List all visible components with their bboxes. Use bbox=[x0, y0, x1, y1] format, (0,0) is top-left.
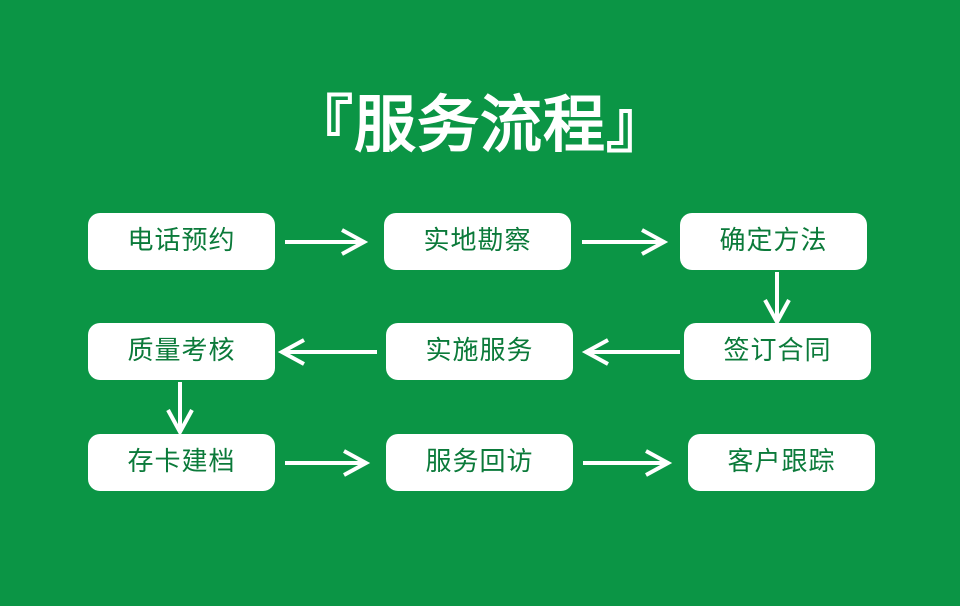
step-determine-method: 确定方法 bbox=[680, 213, 867, 270]
arrow-down-2 bbox=[166, 382, 194, 437]
step-phone-appointment: 电话预约 bbox=[88, 213, 275, 270]
step-archive-card: 存卡建档 bbox=[88, 434, 275, 491]
step-implement-service: 实施服务 bbox=[386, 323, 573, 380]
step-customer-tracking: 客户跟踪 bbox=[688, 434, 875, 491]
step-quality-assessment: 质量考核 bbox=[88, 323, 275, 380]
step-sign-contract: 签订合同 bbox=[684, 323, 871, 380]
step-site-survey: 实地勘察 bbox=[384, 213, 571, 270]
arrow-right-1 bbox=[285, 228, 369, 256]
arrow-right-4 bbox=[583, 449, 673, 477]
arrow-right-2 bbox=[582, 228, 669, 256]
arrow-right-3 bbox=[285, 449, 371, 477]
arrow-left-2 bbox=[277, 338, 377, 366]
step-service-followup: 服务回访 bbox=[386, 434, 573, 491]
arrow-left-1 bbox=[581, 338, 680, 366]
arrow-down-1 bbox=[763, 272, 791, 327]
page-title: 『服务流程』 bbox=[290, 88, 669, 161]
